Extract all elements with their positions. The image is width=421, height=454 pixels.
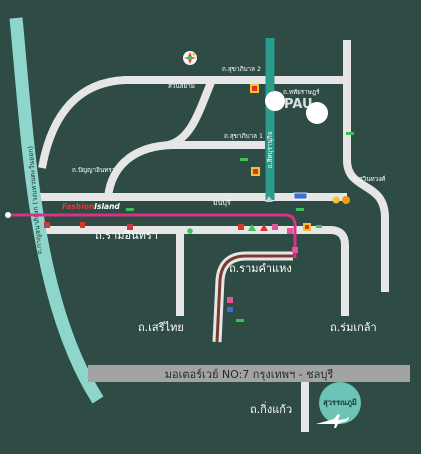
pink-line-route bbox=[8, 213, 297, 258]
motorway-band bbox=[88, 365, 410, 382]
station-icon bbox=[292, 247, 298, 253]
pink-line-start-dot bbox=[5, 212, 11, 218]
label-min-buri: มีนบุรี bbox=[213, 199, 231, 207]
label-seri-thai: ถ.เสรีไทย bbox=[138, 321, 184, 334]
shop-marker-icon bbox=[296, 208, 304, 211]
label-king-kaeo: ถ.กิ่งแก้ว bbox=[250, 401, 292, 416]
road-sukhaphiban-2 bbox=[38, 76, 347, 169]
mall-logo-icon bbox=[80, 222, 85, 228]
label-romklao: ถ.ร่มเกล้า bbox=[330, 321, 377, 334]
shop-marker-icon bbox=[240, 158, 248, 161]
bank-logo-icon bbox=[293, 192, 308, 200]
siam-park-icon bbox=[183, 51, 197, 65]
brand-logo-icon bbox=[332, 196, 340, 204]
triangle-logo-icon bbox=[260, 224, 268, 231]
label-ramintra: ถ.รามอินทรา bbox=[95, 229, 158, 242]
brand-logo-icon bbox=[342, 196, 350, 204]
mall-logo-icon bbox=[272, 224, 278, 230]
road-ramkhamhaeng-core bbox=[215, 254, 293, 343]
white-circle-mark bbox=[265, 91, 285, 111]
road-suwinthawong bbox=[343, 40, 389, 292]
shop-marker-icon bbox=[126, 208, 134, 211]
white-circle-mark bbox=[306, 102, 328, 124]
label-sukhaphiban-2: ถ.สุขาภิบาล 2 bbox=[222, 65, 261, 73]
temple-icon bbox=[265, 196, 273, 202]
store-logo-icon bbox=[303, 223, 311, 231]
label-hathairat: ถ.หทัยราษฎร์ bbox=[283, 88, 320, 96]
mall-logo-icon bbox=[44, 222, 50, 228]
left-band-road bbox=[9, 17, 104, 404]
shop-marker-icon bbox=[236, 319, 244, 322]
fashion-island-logo: FashionIsland bbox=[62, 202, 120, 211]
road-network bbox=[38, 40, 389, 432]
mall-logo-icon bbox=[238, 224, 244, 230]
label-ramkhamhaeng: ถ.รามคำแหง bbox=[229, 262, 292, 275]
label-siam-park: สวนสยาม bbox=[168, 83, 195, 90]
mall-logo-icon bbox=[227, 297, 233, 303]
fashion-island-logo-part1: Fashion bbox=[62, 202, 94, 211]
road-ramintra bbox=[45, 226, 349, 316]
airport-logo-text: สุวรรณภูมิ bbox=[323, 398, 357, 408]
label-suwinthawong: ถ.สุวินทวงศ์ bbox=[353, 175, 385, 183]
pau-logo: PAU bbox=[284, 97, 313, 112]
shop-marker-icon bbox=[346, 132, 354, 135]
motorway-label: มอเตอร์เวย์ NO:7 กรุงเทพฯ - ชลบุรี bbox=[165, 368, 334, 381]
mall-logo-icon bbox=[287, 228, 293, 234]
label-sukhaphiban-1: ถ.สุขาภิบาล 1 bbox=[224, 132, 263, 140]
store-logo-icon bbox=[251, 167, 260, 176]
airport-logo: สุวรรณภูมิ bbox=[316, 382, 361, 428]
road-connector-curve bbox=[166, 78, 216, 149]
teal-vertical-road-label: ถ.สีหบุรานุกิจ bbox=[266, 131, 274, 168]
hospital-icon bbox=[187, 228, 193, 234]
mall-logo-icon bbox=[127, 224, 133, 230]
bank-logo-icon bbox=[227, 307, 233, 312]
triangle-logo-icon bbox=[248, 224, 256, 231]
store-logo-icon bbox=[250, 84, 259, 93]
airplane-icon bbox=[316, 414, 349, 428]
shop-marker-icon bbox=[316, 225, 322, 228]
label-panya-intra: ถ.ปัญญาอินทรา bbox=[72, 166, 115, 174]
airport-logo-circle bbox=[319, 382, 361, 424]
fashion-island-logo-part2: Island bbox=[94, 202, 120, 211]
